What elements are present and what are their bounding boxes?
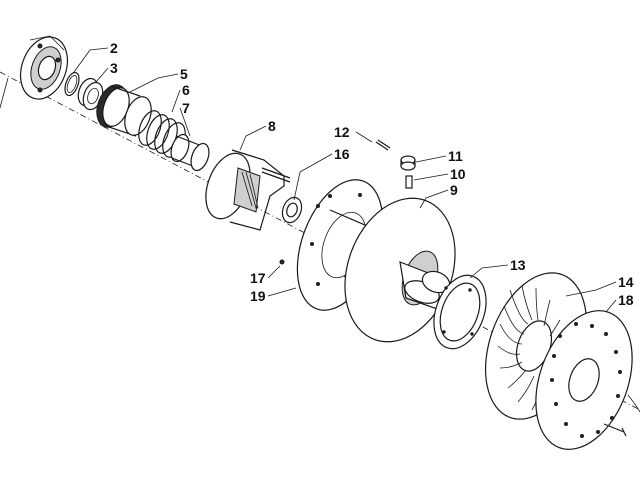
leader-lines [73,47,617,313]
callout-18: 18 [618,292,634,308]
callout-7: 7 [182,100,190,116]
spider-housing [205,149,291,231]
callout-19: 19 [250,288,266,304]
callout-2: 2 [110,40,118,56]
screw-17 [279,259,285,265]
pin-12 [375,139,391,151]
callout-16: 16 [334,146,350,162]
callout-5: 5 [180,66,188,82]
clutch-cylinder [96,84,152,137]
snap-ring [64,71,80,97]
callout-14: 14 [618,274,634,290]
cover-plate [20,35,68,100]
callout-6: 6 [182,82,190,98]
axis-end-arc-left [0,77,9,109]
washer-16 [281,196,303,224]
sheave-9 [329,197,456,343]
callout-3: 3 [110,60,118,76]
callout-8: 8 [268,118,276,134]
spring-sleeve [170,133,210,172]
callout-17: 17 [250,270,266,286]
axis-end-arc-right [627,394,640,413]
callout-10: 10 [450,166,466,182]
callout-12: 12 [334,124,350,140]
plate-18 [535,310,633,450]
callout-13: 13 [510,257,526,273]
nut-11 [400,155,416,171]
callout-11: 11 [448,148,463,164]
stud-10 [405,175,413,189]
callout-9: 9 [450,182,458,198]
ring-13 [433,274,487,350]
